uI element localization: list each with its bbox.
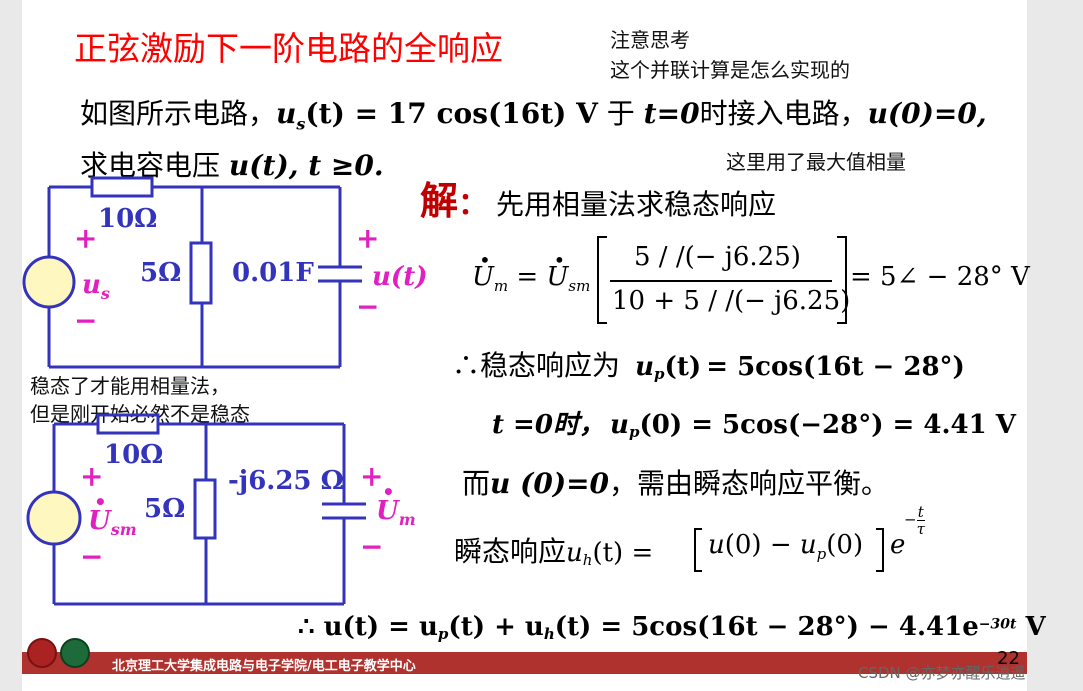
- fraction-denominator: 10 + 5 / /(− j6.25): [612, 286, 851, 316]
- university-logo-icon: [27, 638, 57, 668]
- transient-pre: 而: [462, 467, 491, 500]
- slide: 正弦激励下一阶电路的全响应 注意思考 这个并联计算是怎么实现的 这里用了最大值相…: [22, 0, 1046, 691]
- resistor-10ohm: [90, 176, 154, 198]
- final-solution: ∴ u(t) = up(t) + uh(t) = 5cos(16t − 28°)…: [298, 612, 1046, 644]
- target-quantity: u(t), t ≥0.: [228, 149, 384, 182]
- note-parallel: 这个并联计算是怎么实现的: [610, 58, 850, 82]
- c2-out-sub: m: [398, 510, 416, 530]
- circuit-phasor-domain: [26, 413, 366, 606]
- initial-condition: u(0)=0,: [867, 97, 987, 130]
- switch-time: t=0: [643, 97, 700, 130]
- c1-out-plus: +: [356, 222, 380, 255]
- transient-balance-line: 而u (0)=0，需由瞬态响应平衡。: [462, 462, 889, 502]
- c1-cap-label: 0.01F: [232, 258, 314, 288]
- phasor-source-icon: [26, 490, 82, 546]
- resistor-5ohm: [189, 241, 213, 305]
- footer-org: 北京理工大学集成电路与电子学院/电工电子教学中心: [112, 659, 416, 674]
- c2-out-minus: −: [360, 530, 384, 563]
- resistor-10ohm-2: [96, 413, 160, 435]
- note-max-phasor: 这里用了最大值相量: [726, 150, 906, 174]
- solution-heading: 解：先用相量法求稳态响应: [420, 170, 776, 225]
- jie-colon: ：: [458, 187, 489, 222]
- c2-src-symbol: U: [88, 506, 111, 536]
- c2-r2-label: 5Ω: [144, 494, 186, 524]
- final-part-2: (t) + u: [448, 612, 544, 642]
- c2-cap-label: -j6.25 Ω: [228, 466, 344, 496]
- c1-out-label: u(t): [372, 262, 428, 292]
- problem-line-1: 如图所示电路，us(t) = 17 cos(16t) V 于 t=0时接入电路，…: [80, 92, 987, 134]
- c1-src-symbol: u: [82, 270, 101, 300]
- c1-r1-label: 10Ω: [98, 204, 158, 234]
- c1-src-sub: s: [100, 284, 110, 304]
- problem-connect: 时接入电路，: [699, 97, 868, 130]
- c2-r1-label: 10Ω: [104, 440, 164, 470]
- t0-line: t =0时， up(0) = 5cos(−28°) = 4.41 V: [492, 410, 1016, 442]
- c2-src-sub: sm: [110, 520, 137, 540]
- c2-src-label: U•sm: [88, 490, 137, 540]
- steady-label: ∴稳态响应为: [452, 349, 621, 382]
- t0-label: t =0时，: [492, 410, 605, 440]
- transient-bracket-content: u(0) − up(0): [708, 530, 864, 564]
- phasor-um-symbol: U•m = U•sm: [472, 248, 591, 296]
- final-part-3: (t) = 5cos(16t − 28°) − 4.41e: [554, 612, 979, 642]
- steady-state-line: ∴稳态响应为 up(t) = 5cos(16t − 28°): [452, 349, 965, 384]
- voltage-source-icon: [22, 255, 76, 309]
- page-number: 22: [997, 648, 1020, 669]
- c2-src-minus: −: [80, 540, 104, 573]
- fraction-bar: [610, 280, 832, 282]
- circuit-time-domain: [22, 176, 362, 369]
- c1-src-label: us: [82, 270, 110, 303]
- transient-post: ，需由瞬态响应平衡。: [609, 467, 890, 500]
- transient-init: u (0)=0: [490, 467, 610, 500]
- problem-at: 于: [597, 97, 644, 130]
- fraction-numerator: 5 / /(− j6.25): [634, 242, 801, 272]
- c2-out-plus: +: [360, 460, 384, 493]
- transient-exponential: e: [890, 530, 906, 560]
- note-think: 注意思考: [610, 28, 690, 52]
- problem-intro: 如图所示电路，: [80, 97, 277, 130]
- transient-bracket-left: [694, 528, 702, 572]
- c1-src-minus: −: [74, 304, 98, 337]
- phasor-result: = 5∠ − 28° V: [850, 262, 1030, 292]
- source-expression: (t) = 17 cos(16t) V: [305, 97, 598, 130]
- source-subscript: s: [296, 114, 306, 134]
- steady-equation: = 5cos(16t − 28°): [706, 352, 965, 382]
- bracket-left: [597, 236, 607, 324]
- c1-r2-label: 5Ω: [140, 258, 182, 288]
- transient-bracket-right: [876, 528, 884, 572]
- jie-label: 解: [420, 178, 459, 223]
- t0-equation: (0) = 5cos(−28°) = 4.41 V: [639, 410, 1016, 440]
- bracket-right: [837, 236, 847, 324]
- c2-out-label: U•m: [376, 480, 416, 530]
- c2-src-plus: +: [80, 460, 104, 493]
- method-text: 先用相量法求稳态响应: [496, 188, 777, 221]
- footer-bar: [22, 652, 1027, 674]
- resistor-5ohm-2: [193, 478, 217, 540]
- note-steady-1: 稳态了才能用相量法，: [30, 374, 230, 398]
- final-part-1: ∴ u(t) = u: [298, 612, 438, 642]
- transient-line: 瞬态响应uh(t) =: [454, 535, 654, 570]
- transient-label: 瞬态响应: [454, 535, 567, 568]
- c1-src-plus: +: [74, 222, 98, 255]
- c1-out-minus: −: [356, 290, 380, 323]
- school-logo-icon: [60, 638, 90, 668]
- source-symbol: u: [276, 97, 297, 130]
- final-exponent: −30t: [978, 616, 1017, 633]
- c2-out-symbol: U: [376, 496, 399, 526]
- final-unit: V: [1016, 612, 1046, 642]
- csdn-watermark: CSDN @亦梦亦醒乐逍遥: [858, 664, 1026, 682]
- slide-title: 正弦激励下一阶电路的全响应: [74, 29, 503, 68]
